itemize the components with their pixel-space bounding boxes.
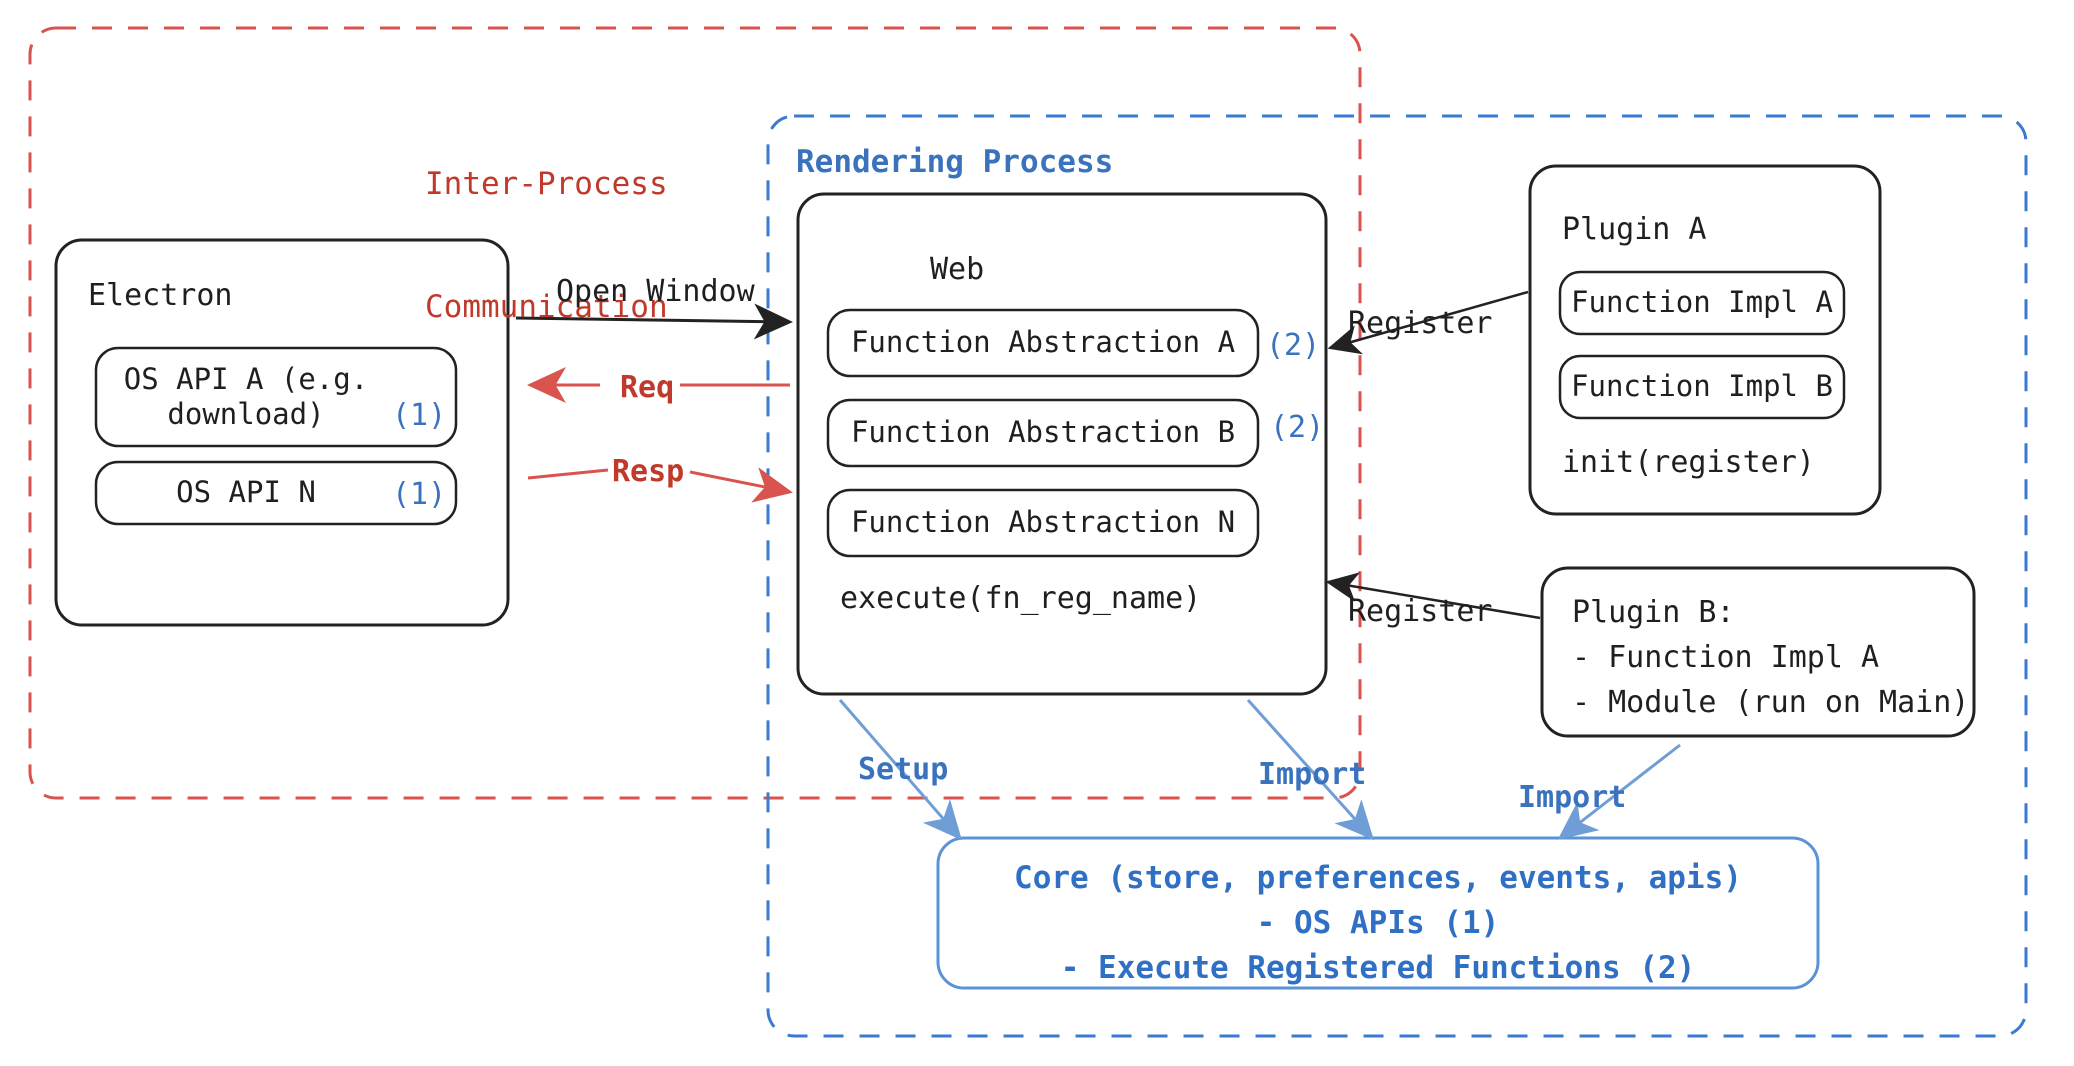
plugin-a-impl-b-label: Function Impl B [1571, 369, 1833, 404]
fn-abs-b-chip[interactable]: Function Abstraction B [828, 400, 1258, 466]
resp-arrow-right [689, 467, 793, 503]
resp-label: Resp [612, 454, 685, 489]
register-a-label: Register [1348, 306, 1493, 341]
web-title: Web [930, 252, 985, 287]
os-api-n-chip[interactable]: OS API N [96, 462, 396, 524]
os-api-a-badge: (1) [392, 398, 447, 433]
rendering-region-label: Rendering Process [796, 144, 1114, 180]
web-execute-footer: execute(fn_reg_name) [840, 581, 1202, 616]
req-label: Req [620, 370, 675, 405]
fn-abs-a-label: Function Abstraction A [850, 325, 1236, 360]
plugin-a-title: Plugin A [1562, 212, 1707, 247]
plugin-a-impl-a-chip[interactable]: Function Impl A [1560, 272, 1844, 334]
ipc-region-label-line1: Inter-Process [425, 165, 668, 202]
setup-label: Setup [858, 752, 949, 787]
fn-abs-n-label: Function Abstraction N [850, 505, 1236, 540]
plugin-b-title: Plugin B: [1572, 595, 1735, 630]
os-api-a-label: OS API A (e.g. download) [123, 361, 369, 431]
os-api-n-badge: (1) [392, 477, 447, 512]
electron-title: Electron [88, 278, 233, 313]
core-line-1: Core (store, preferences, events, apis) [1014, 860, 1742, 896]
plugin-b-line-1: - Function Impl A [1572, 640, 1880, 675]
fn-abs-a-badge: (2) [1266, 328, 1321, 363]
core-line-2: - OS APIs (1) [1256, 904, 1500, 941]
open-window-label: Open Window [556, 274, 755, 309]
plugin-a-impl-b-chip[interactable]: Function Impl B [1560, 356, 1844, 418]
import-plugin-label: Import [1518, 780, 1627, 815]
core-line-3: - Execute Registered Functions (2) [1060, 949, 1696, 986]
os-api-a-chip[interactable]: OS API A (e.g. download) [96, 348, 396, 446]
import-web-label: Import [1258, 757, 1367, 792]
fn-abs-a-chip[interactable]: Function Abstraction A [828, 310, 1258, 376]
os-api-n-label: OS API N [176, 475, 316, 510]
fn-abs-n-chip[interactable]: Function Abstraction N [828, 490, 1258, 556]
fn-abs-b-label: Function Abstraction B [850, 415, 1236, 450]
fn-abs-b-badge: (2) [1270, 410, 1325, 445]
plugin-a-init-footer: init(register) [1562, 445, 1815, 480]
plugin-a-impl-a-label: Function Impl A [1571, 285, 1833, 320]
register-b-label: Register [1348, 594, 1493, 629]
resp-arrow-tail [527, 468, 609, 480]
plugin-b-line-2: - Module (run on Main) [1572, 685, 1970, 720]
ipc-region-label: Inter-Process Communication [425, 82, 668, 409]
ipc-region-label-line2: Communication [425, 288, 668, 325]
core-box[interactable]: Core (store, preferences, events, apis) … [938, 856, 1818, 991]
